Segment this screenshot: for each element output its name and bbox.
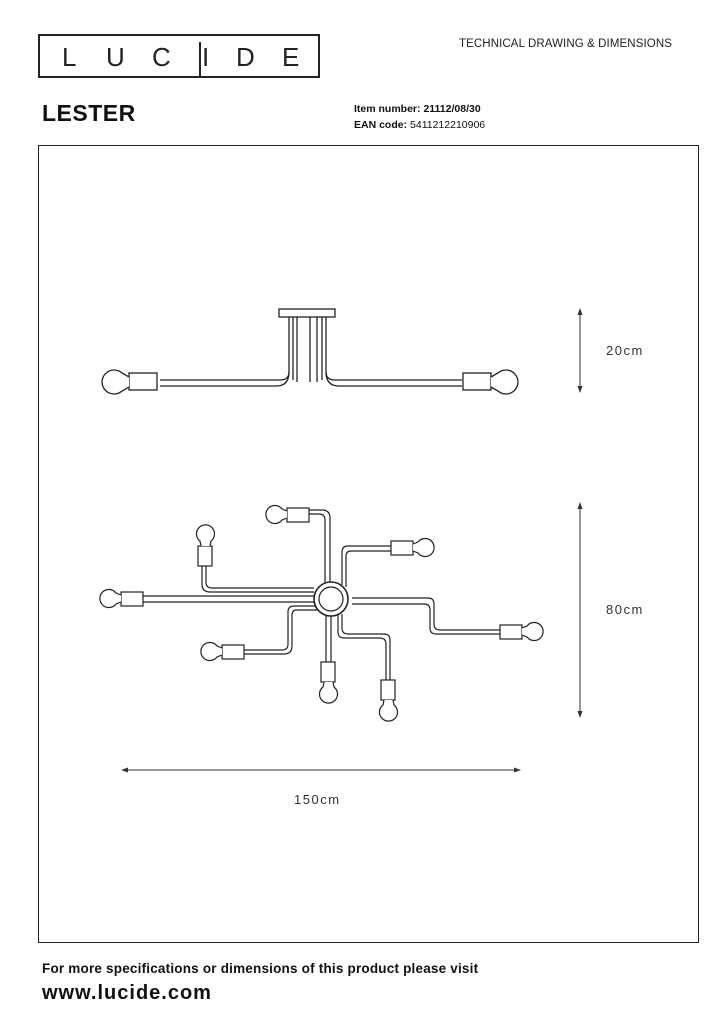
width-dimension-label: 150cm: [294, 792, 341, 807]
drawing-frame: [38, 145, 699, 943]
dimension-lines: [121, 308, 583, 773]
item-number-value: 21112/08/30: [423, 103, 481, 115]
depth-dimension-label: 80cm: [606, 602, 644, 617]
ean-value: 5411212210906: [410, 119, 486, 131]
height-dimension-label: 20cm: [606, 343, 644, 358]
logo-letter-l: L: [62, 42, 76, 72]
logo-letter-i: I: [202, 42, 209, 72]
item-info: Item number: 21112/08/30 EAN code: 54112…: [354, 101, 485, 133]
logo-letter-d: D: [236, 42, 255, 72]
product-name: LESTER: [42, 100, 136, 126]
side-view: [101, 308, 519, 395]
logo-letter-e: E: [282, 42, 299, 72]
lucide-logo: L U C I D E: [38, 34, 320, 78]
logo-letter-c: C: [152, 42, 171, 72]
footer-note: For more specifications or dimensions of…: [42, 961, 479, 976]
ean-label: EAN code:: [354, 119, 408, 131]
top-view: [99, 504, 544, 722]
item-number-label: Item number:: [354, 103, 421, 115]
logo-letter-u: U: [106, 42, 125, 72]
website-link[interactable]: www.lucide.com: [42, 982, 212, 1004]
document-type: TECHNICAL DRAWING & DIMENSIONS: [459, 38, 672, 50]
